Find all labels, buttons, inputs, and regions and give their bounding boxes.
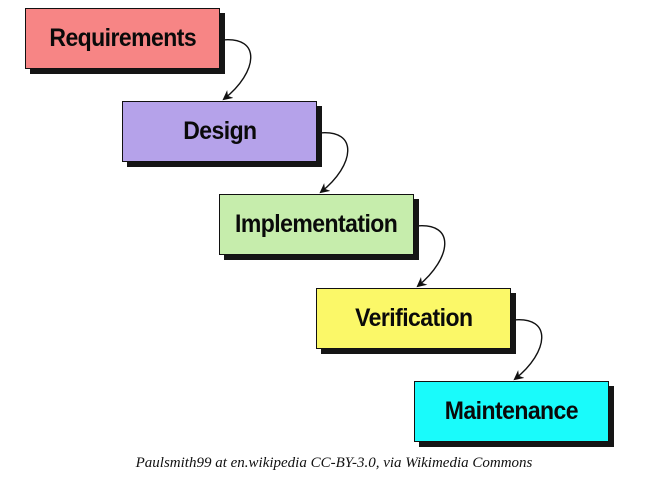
attribution-caption: Paulsmith99 at en.wikipedia CC-BY-3.0, v… <box>135 455 533 471</box>
arrow-design-to-implementation <box>318 132 349 194</box>
phase-implementation-label: Implementation <box>235 210 398 238</box>
phase-verification: Verification <box>316 288 511 349</box>
phase-verification-label: Verification <box>354 304 473 332</box>
phase-maintenance-label: Maintenance <box>444 397 579 425</box>
arrow-requirements-to-design <box>221 39 252 101</box>
arrow-implementation-to-verification <box>415 225 446 288</box>
phase-design: Design <box>122 101 317 162</box>
phase-requirements-label: Requirements <box>49 24 196 52</box>
phase-implementation: Implementation <box>219 194 414 255</box>
arrow-verification-to-maintenance <box>512 319 543 381</box>
phase-maintenance: Maintenance <box>414 381 609 442</box>
phase-requirements: Requirements <box>25 8 220 69</box>
phase-design-label: Design <box>182 117 257 145</box>
